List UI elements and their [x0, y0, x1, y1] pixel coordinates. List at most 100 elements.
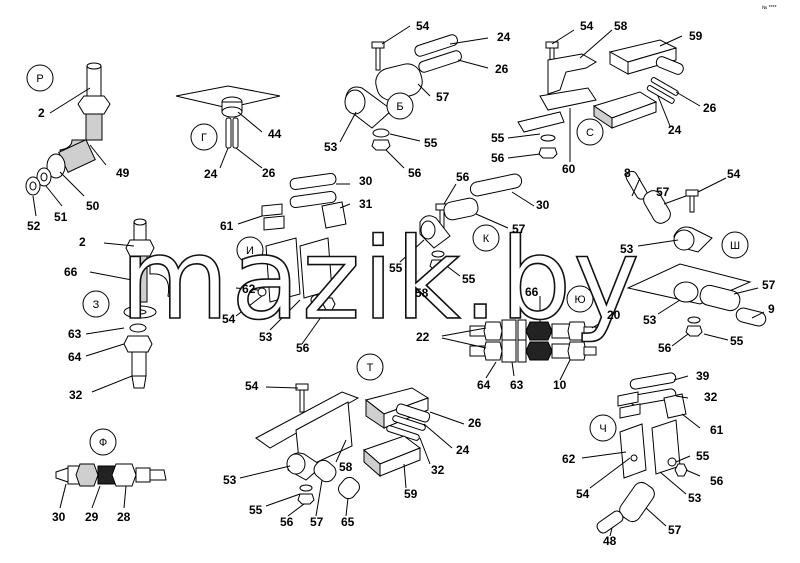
part-number-n73: 56 [710, 474, 724, 488]
part-number-n68: 39 [696, 369, 710, 383]
part-number-n7: 56 [408, 166, 422, 180]
part-number-n13: 55 [491, 131, 505, 145]
part-number-n74: 54 [576, 487, 590, 501]
part-number-n22: 24 [204, 167, 218, 181]
part-number-n67: 65 [341, 515, 355, 529]
part-number-n16: 2 [38, 106, 45, 120]
group-label-z: З [93, 299, 100, 311]
part-number-n79: 29 [85, 510, 99, 524]
part-number-n39: 54 [727, 167, 741, 181]
part-number-n5: 53 [324, 140, 338, 154]
part-number-n12: 24 [668, 123, 682, 137]
part-number-n19: 51 [54, 210, 68, 224]
part-number-n54: 64 [477, 378, 491, 392]
part-number-n1: 54 [416, 19, 430, 33]
part-number-n35: 55 [462, 272, 476, 286]
part-number-n63: 59 [404, 487, 418, 501]
part-number-n80: 28 [117, 510, 131, 524]
part-number-n44: 55 [730, 334, 744, 348]
part-number-n50: 32 [69, 388, 83, 402]
part-number-n21: 44 [268, 127, 282, 141]
part-number-n43: 53 [643, 313, 657, 327]
group-label-k: К [483, 233, 490, 245]
part-number-n34: 55 [389, 261, 403, 275]
part-number-n53: 22 [416, 330, 430, 344]
part-number-n66: 57 [310, 515, 324, 529]
part-number-n26: 61 [220, 219, 234, 233]
group-b-clamp-assembly: Б [339, 25, 489, 169]
part-number-n61: 53 [223, 473, 237, 487]
part-number-n59: 24 [456, 443, 470, 457]
group-label-r: Р [36, 73, 43, 85]
part-number-n64: 55 [249, 503, 263, 517]
part-number-n55: 63 [510, 378, 524, 392]
group-s-bracket-assembly: С [507, 29, 701, 162]
part-number-n32: 30 [536, 198, 550, 212]
group-f-fitting-assembly: Ф [55, 428, 167, 509]
part-number-n17: 49 [116, 166, 130, 180]
group-i-bracket-assembly: И [235, 172, 351, 345]
part-number-n25: 31 [359, 197, 373, 211]
part-number-n23: 26 [262, 166, 276, 180]
part-number-n40: 53 [620, 242, 634, 256]
group-sh-bracket-assembly: Ш [625, 170, 767, 347]
group-label-ch: Ч [599, 423, 606, 435]
corner-mark: № **** [762, 5, 777, 11]
part-number-n52: 20 [607, 308, 621, 322]
group-label-f: Ф [99, 437, 107, 449]
part-number-n46: 2 [79, 235, 86, 249]
part-number-n62: 58 [339, 460, 353, 474]
part-number-n31: 56 [456, 170, 470, 184]
group-g-plate-assembly: Г [175, 85, 281, 169]
group-label-i: И [246, 245, 254, 257]
group-label-t: Т [367, 362, 374, 374]
group-r-fitting-assembly: Р [25, 62, 111, 217]
part-number-n60: 32 [431, 463, 445, 477]
part-number-n38: 57 [656, 185, 670, 199]
group-label-sh: Ш [730, 240, 740, 252]
part-number-n30: 56 [296, 341, 310, 355]
part-number-n24: 30 [359, 174, 373, 188]
part-number-n28: 54 [222, 312, 236, 326]
part-number-n3: 26 [495, 62, 509, 76]
group-yu-fittings-assembly: Ю [441, 285, 609, 381]
part-number-n41: 57 [762, 278, 776, 292]
part-number-n36: 58 [415, 286, 429, 300]
group-label-b: Б [396, 101, 403, 113]
part-number-n71: 62 [562, 452, 576, 466]
part-number-n6: 55 [424, 136, 438, 150]
part-number-n10: 59 [689, 29, 703, 43]
part-number-n33: 57 [512, 222, 526, 236]
group-label-g: Г [201, 132, 207, 144]
part-number-n69: 32 [704, 390, 718, 404]
group-z-fitting-assembly: З [82, 218, 180, 393]
part-number-n77: 48 [603, 534, 617, 548]
part-number-n65: 56 [280, 515, 294, 529]
part-number-n76: 57 [668, 523, 682, 537]
group-k-clamp-assembly: К [399, 173, 535, 291]
part-number-n9: 58 [614, 19, 628, 33]
group-label-yu: Ю [574, 294, 585, 306]
part-number-n51: 66 [525, 285, 539, 299]
part-number-n14: 56 [491, 151, 505, 165]
part-number-n15: 60 [562, 162, 576, 176]
group-label-s: С [586, 127, 594, 139]
part-number-n45: 56 [658, 341, 672, 355]
part-number-n27: 62 [242, 282, 256, 296]
part-number-n78: 30 [52, 510, 66, 524]
part-number-n75: 53 [688, 491, 702, 505]
part-number-n48: 63 [68, 327, 82, 341]
part-number-n47: 66 [64, 265, 78, 279]
part-number-n72: 55 [696, 449, 710, 463]
watermark-text: mazik.by [120, 215, 641, 345]
part-number-n56: 10 [553, 378, 567, 392]
part-number-n29: 53 [259, 330, 273, 344]
part-number-n58: 26 [468, 416, 482, 430]
part-number-n20: 52 [27, 219, 41, 233]
part-number-n11: 26 [703, 101, 717, 115]
part-number-n18: 50 [86, 199, 100, 213]
group-t-bracket-assembly: Т [239, 353, 465, 517]
